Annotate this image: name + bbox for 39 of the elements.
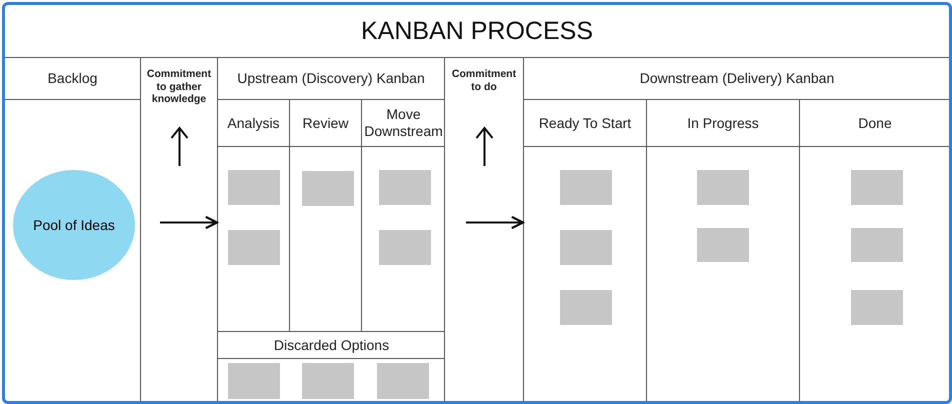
task-card <box>377 363 429 399</box>
board-column <box>290 100 362 331</box>
task-card <box>228 363 280 399</box>
task-card <box>851 170 903 205</box>
column-heading: Analysis <box>218 100 289 147</box>
column-heading: Ready To Start <box>524 100 646 147</box>
task-card <box>697 170 749 205</box>
column-heading: Upstream (Discovery) Kanban <box>218 58 444 100</box>
ellipse-label: Pool of Ideas <box>33 217 115 233</box>
task-card <box>560 170 612 205</box>
column-heading: Done <box>800 100 949 147</box>
column-heading: In Progress <box>647 100 799 147</box>
column-heading: Commitment to gather knowledge <box>146 67 212 108</box>
task-card <box>851 228 903 262</box>
arrow <box>160 216 218 230</box>
column-heading: Commitment to do <box>450 67 518 95</box>
column-heading: Downstream (Delivery) Kanban <box>524 58 949 100</box>
column-heading: Discarded Options <box>218 332 445 359</box>
task-card <box>851 290 903 325</box>
board-column <box>218 58 445 401</box>
board-column <box>218 331 445 401</box>
board-column <box>218 100 290 331</box>
column-heading: Backlog <box>5 58 140 100</box>
task-card <box>697 228 749 262</box>
board-column <box>647 100 800 401</box>
task-card <box>302 171 354 206</box>
task-card <box>560 230 612 265</box>
board-column <box>524 100 647 401</box>
board-column <box>5 58 141 401</box>
task-card <box>302 363 354 399</box>
task-card <box>228 230 280 265</box>
task-card <box>379 230 431 265</box>
column-heading: Move Downstream <box>362 100 445 147</box>
task-card <box>228 170 280 205</box>
column-heading: Review <box>290 100 361 147</box>
board-title: KANBAN PROCESS <box>5 5 949 58</box>
task-card <box>560 290 612 325</box>
task-card <box>379 170 431 205</box>
arrow <box>466 216 524 230</box>
